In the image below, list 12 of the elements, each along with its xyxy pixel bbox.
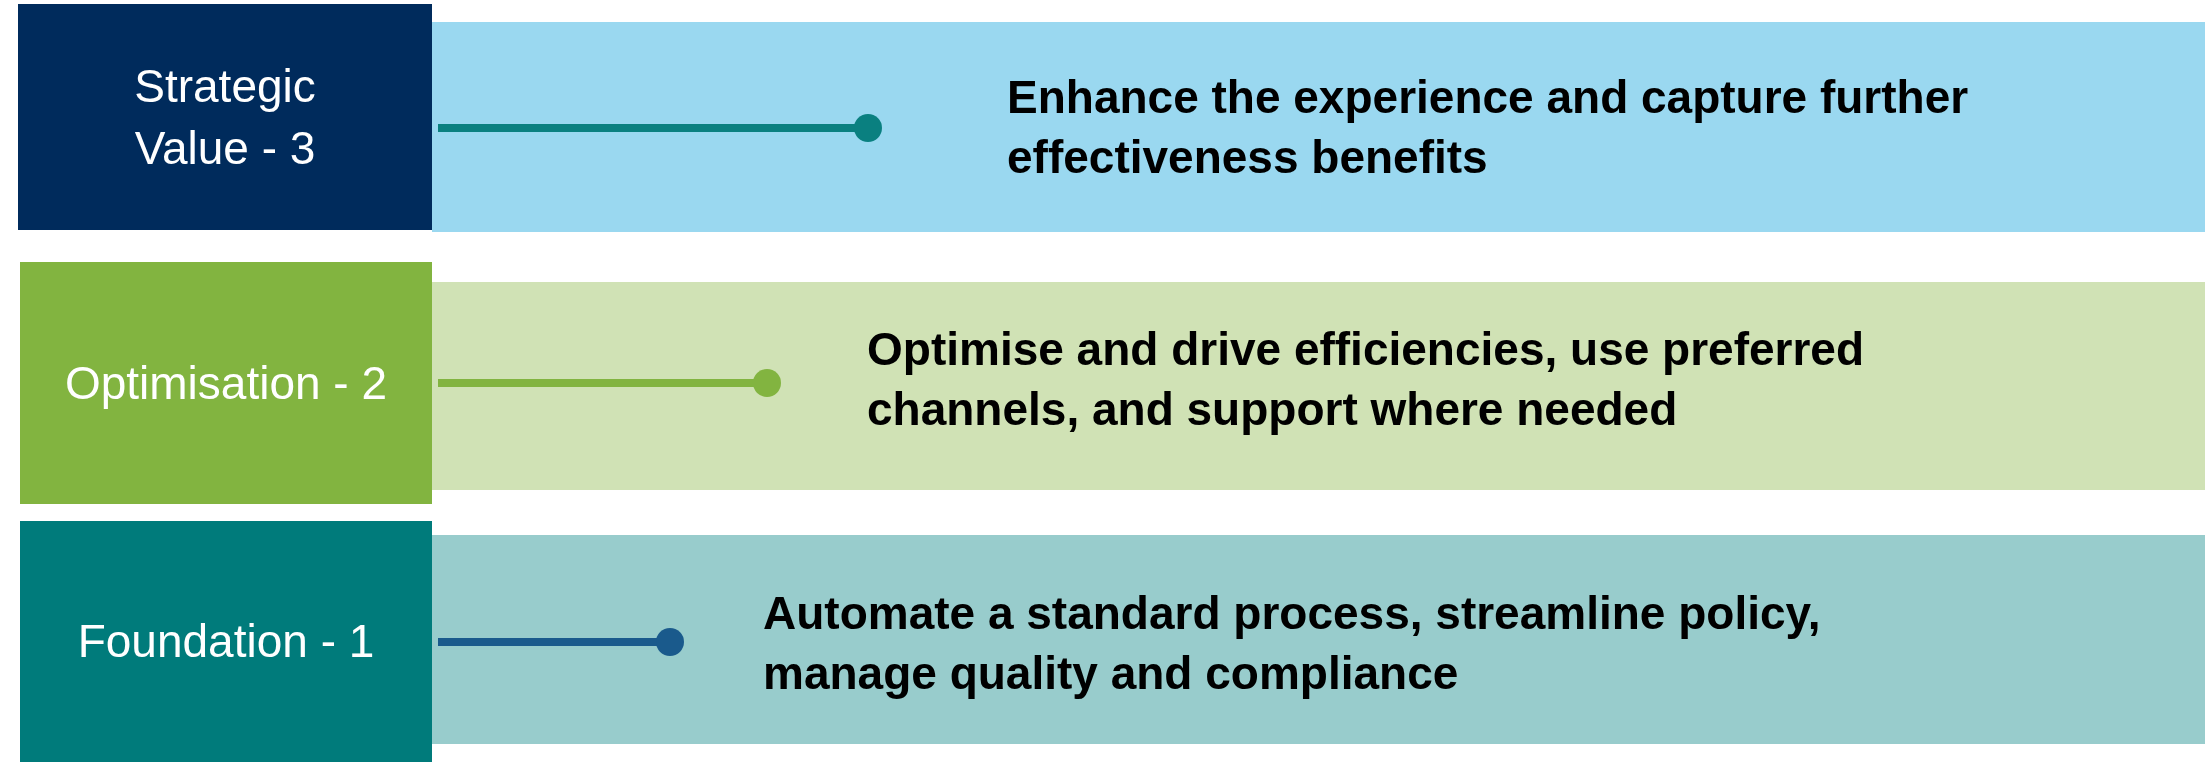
level-title: Optimisation - 2	[64, 355, 388, 411]
level-box	[18, 4, 432, 230]
level-title: Strategic Value - 3	[133, 58, 317, 176]
level-band	[432, 22, 2205, 232]
level-band	[432, 282, 2205, 490]
level-title: Foundation - 1	[77, 614, 375, 670]
level-box	[20, 521, 432, 762]
level-description: Enhance the experience and capture further effectiveness benefits	[1007, 70, 1970, 185]
level-box	[20, 262, 432, 504]
level-description: Optimise and drive efficiencies, use preferred channels, and support where needed	[867, 322, 1866, 437]
level-description: Automate a standard process, streamline policy, manage quality and compliance	[763, 586, 1822, 701]
level-band	[432, 535, 2205, 744]
